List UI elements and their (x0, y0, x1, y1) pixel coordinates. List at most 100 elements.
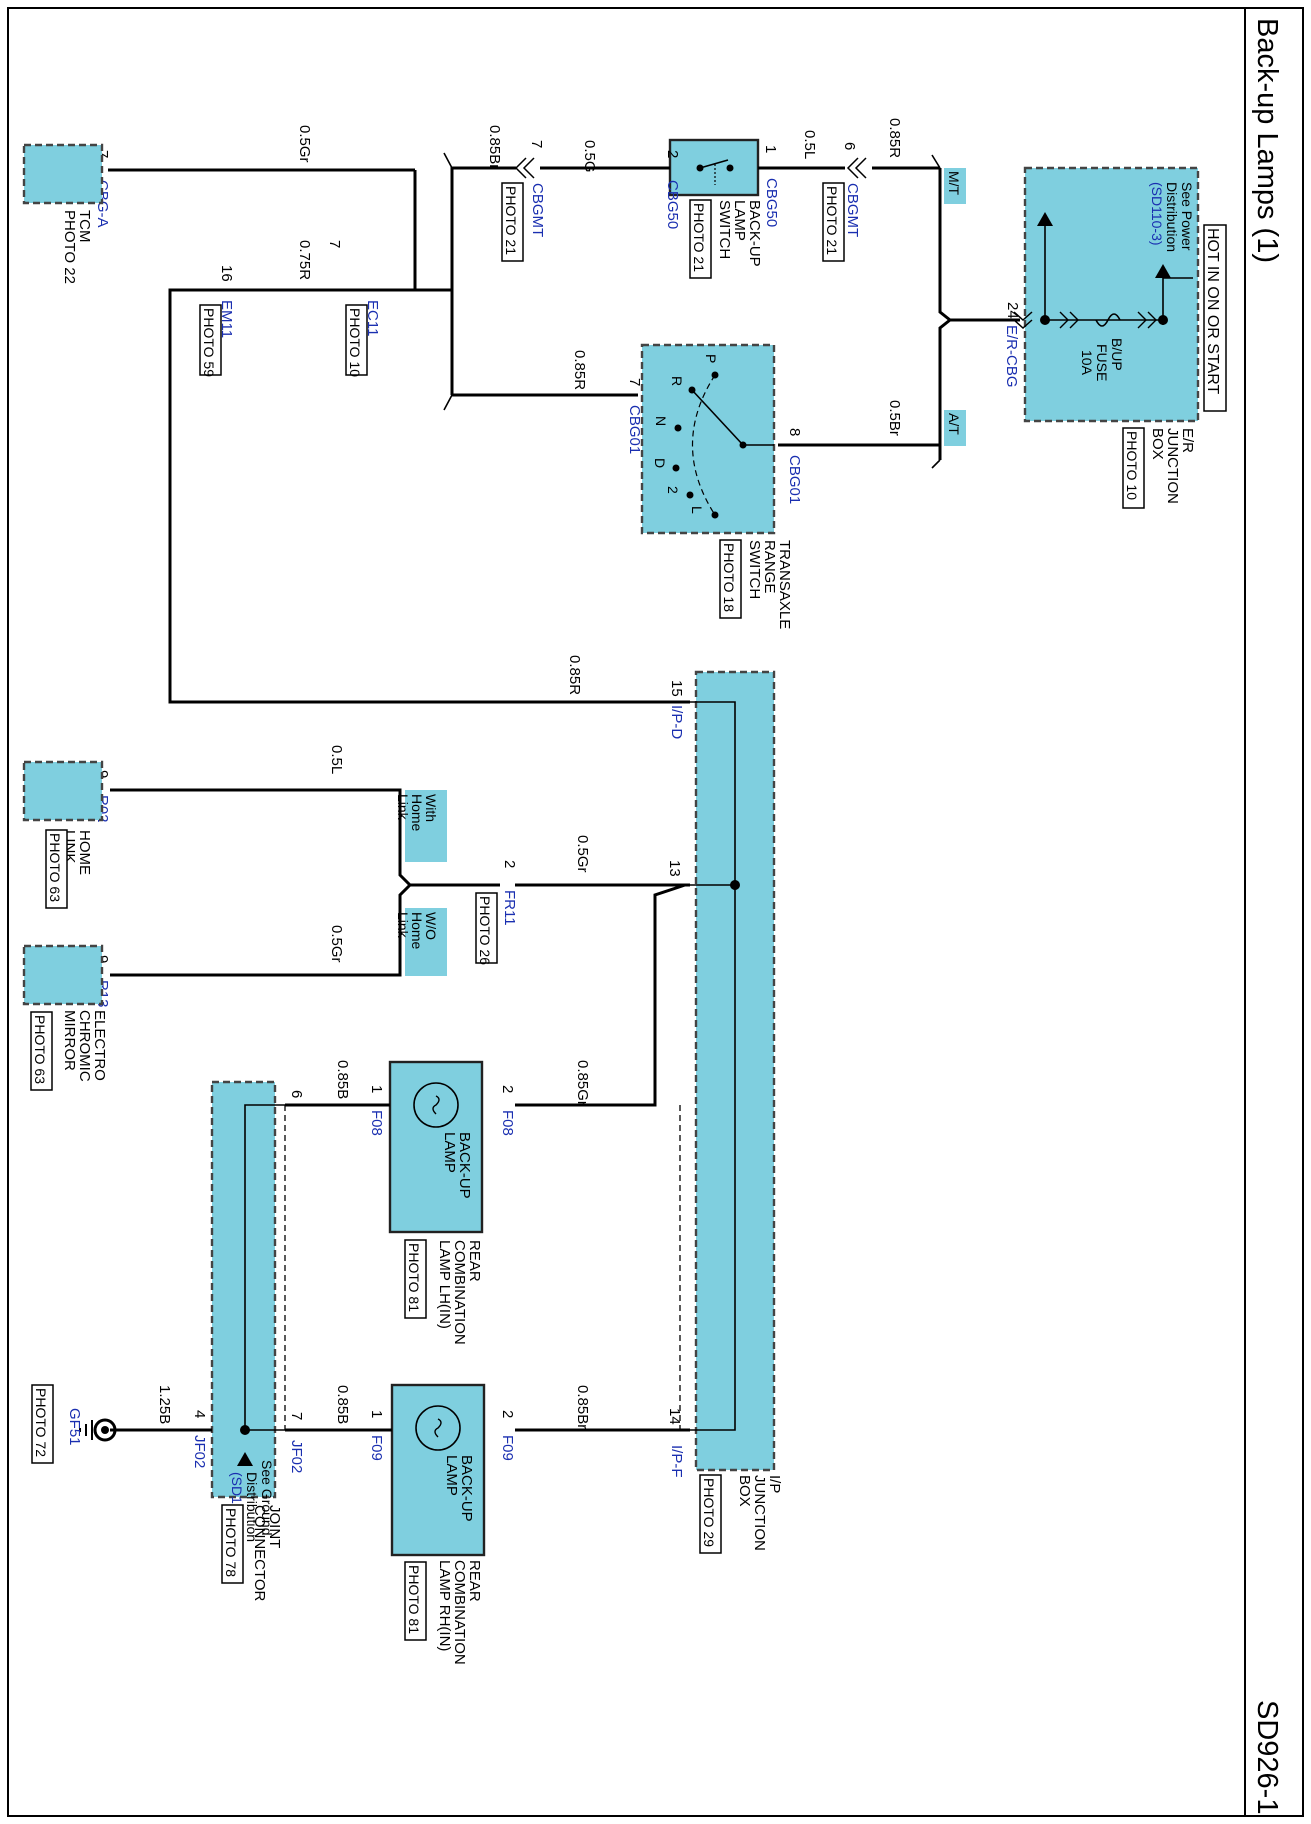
lamp-rh-label-3: LAMP RH(IN) (436, 1560, 453, 1651)
lamp-lh-bulb-icon (413, 1082, 459, 1128)
wire-w3: 0.5G (581, 140, 598, 173)
conn-ipd: I/P-D (668, 705, 685, 739)
wire-w17: 1.25B (156, 1385, 173, 1424)
fuse-label-1: B/UP (1109, 338, 1125, 371)
wire-ecm (110, 883, 412, 977)
cbgmt-photo-a: PHOTO 21 (824, 186, 840, 255)
pin-6b: 6 (288, 1090, 305, 1098)
gear-2: 2 (665, 486, 681, 494)
power-note-2: Distribution (1164, 182, 1180, 252)
ecm-label-2: CHROMIC (76, 1010, 93, 1082)
page-id: SD926-1 (1251, 1700, 1283, 1814)
cbgmt-photo-a-box (822, 182, 845, 262)
wire-w16: 0.85B (334, 1385, 351, 1424)
er-photo: PHOTO 10 (1124, 431, 1140, 500)
transaxle-range-switch (640, 343, 776, 535)
em11-photo: PHOTO 59 (201, 308, 217, 377)
cbgmt-a-terminal (846, 157, 867, 179)
cbgmt-photo-b: PHOTO 21 (503, 186, 519, 255)
power-note-1: See Power (1179, 182, 1195, 251)
er-junction-box (1023, 166, 1200, 423)
at-tag (944, 410, 966, 446)
wire-w13-seg (515, 883, 686, 1107)
branch-ticks-2 (443, 152, 453, 411)
wo-home-tag (405, 908, 447, 976)
lamp-rh-filament (434, 1418, 442, 1438)
joint-node (240, 1425, 250, 1435)
homelink-photo-box (45, 829, 68, 909)
mt-tag-text: M/T (946, 171, 962, 196)
conn-f09-a: F09 (499, 1435, 516, 1461)
ec11-photo-box (345, 304, 368, 376)
conn-ec11: EC11 (364, 300, 381, 336)
wire-w15: 0.85Br (574, 1385, 591, 1429)
er-photo-box (1122, 427, 1145, 509)
lamp-rh-photo-box (404, 1561, 427, 1641)
wire-w14: 0.85B (334, 1060, 351, 1099)
lamp-rh-photo: PHOTO 81 (406, 1565, 422, 1634)
er-box-label-2: JUNCTION (1164, 428, 1181, 504)
pin-8: 8 (786, 428, 803, 436)
fr11-photo-box (475, 892, 498, 964)
ip-label-3: BOX (736, 1475, 753, 1507)
power-note-3: (SD110-3) (1149, 182, 1165, 246)
at-tag-text: A/T (946, 413, 962, 435)
gear-p: P (703, 354, 719, 363)
gear-dot-l (711, 511, 719, 519)
em11-photo-box (199, 304, 222, 376)
ground-note-2: Distribution (244, 1472, 260, 1542)
ecm-label-1: ELECTRO (91, 1010, 108, 1081)
wire-w9: 0.85R (566, 655, 583, 695)
lamp-rh-label-1: REAR (466, 1560, 483, 1602)
ground-photo: PHOTO 72 (33, 1388, 49, 1457)
lamp-lh-label-1: REAR (466, 1240, 483, 1282)
conn-er-cbg: E/R-CBG (1003, 325, 1020, 388)
er-node-1 (1158, 315, 1168, 325)
lamp-lh-inner-2: LAMP (441, 1132, 458, 1173)
page-title: Back-up Lamps (1) (1251, 18, 1283, 263)
wire-homelink (110, 788, 500, 887)
with-home-1: With (423, 794, 439, 822)
pin-2c: 2 (499, 1085, 516, 1093)
transaxle-photo: PHOTO 18 (721, 543, 737, 612)
hot-note-box (1203, 224, 1227, 412)
pin-1b: 1 (368, 1085, 385, 1093)
wo-home-2: Home (409, 912, 425, 950)
conn-f08-a: F08 (499, 1110, 516, 1136)
with-home-2: Home (409, 794, 425, 832)
gear-l: L (689, 506, 705, 514)
with-home-3: Link (395, 794, 411, 821)
switch-label-2: LAMP (731, 200, 748, 241)
er-box-label-3: BOX (1149, 428, 1166, 460)
er-node-2 (1040, 315, 1050, 325)
homelink-label-1: HOME (76, 830, 93, 875)
tcm-label: TCM (76, 210, 93, 243)
switch-label-3: SWITCH (716, 200, 733, 259)
conn-cbg50-b: CBG50 (664, 180, 681, 229)
switch-photo-box (689, 199, 712, 279)
wire-mt (938, 168, 951, 322)
wire-w8: 0.75R (296, 240, 313, 280)
pin-1c: 1 (368, 1410, 385, 1418)
pin-7c: 7 (94, 150, 111, 158)
ip-internal (690, 701, 736, 1431)
pin-13: 13 (666, 860, 683, 877)
lamp-lh-filament (432, 1095, 440, 1115)
ec11-photo: PHOTO 10 (347, 308, 363, 377)
range-wiper (691, 389, 744, 446)
fuse-term-b (1137, 311, 1157, 329)
lamp-rh-bulb-icon (415, 1405, 461, 1451)
lamp-lh-photo: PHOTO 81 (406, 1243, 422, 1312)
pin-2b: 2 (501, 860, 518, 868)
gear-d: D (652, 458, 668, 468)
wire-w12: 0.5Gr (328, 925, 345, 963)
conn-ipf: I/P-F (668, 1445, 685, 1478)
wire-w5: 0.5Gr (296, 125, 313, 163)
lamp-rh (390, 1383, 486, 1557)
wo-home-1: W/O (423, 912, 439, 940)
gear-n: N (653, 416, 669, 426)
wire-w11: 0.5Gr (574, 835, 591, 873)
fuse-label-3: 10A (1079, 350, 1095, 376)
pin-7e: 7 (288, 1412, 305, 1420)
page-frame (7, 7, 1304, 1817)
